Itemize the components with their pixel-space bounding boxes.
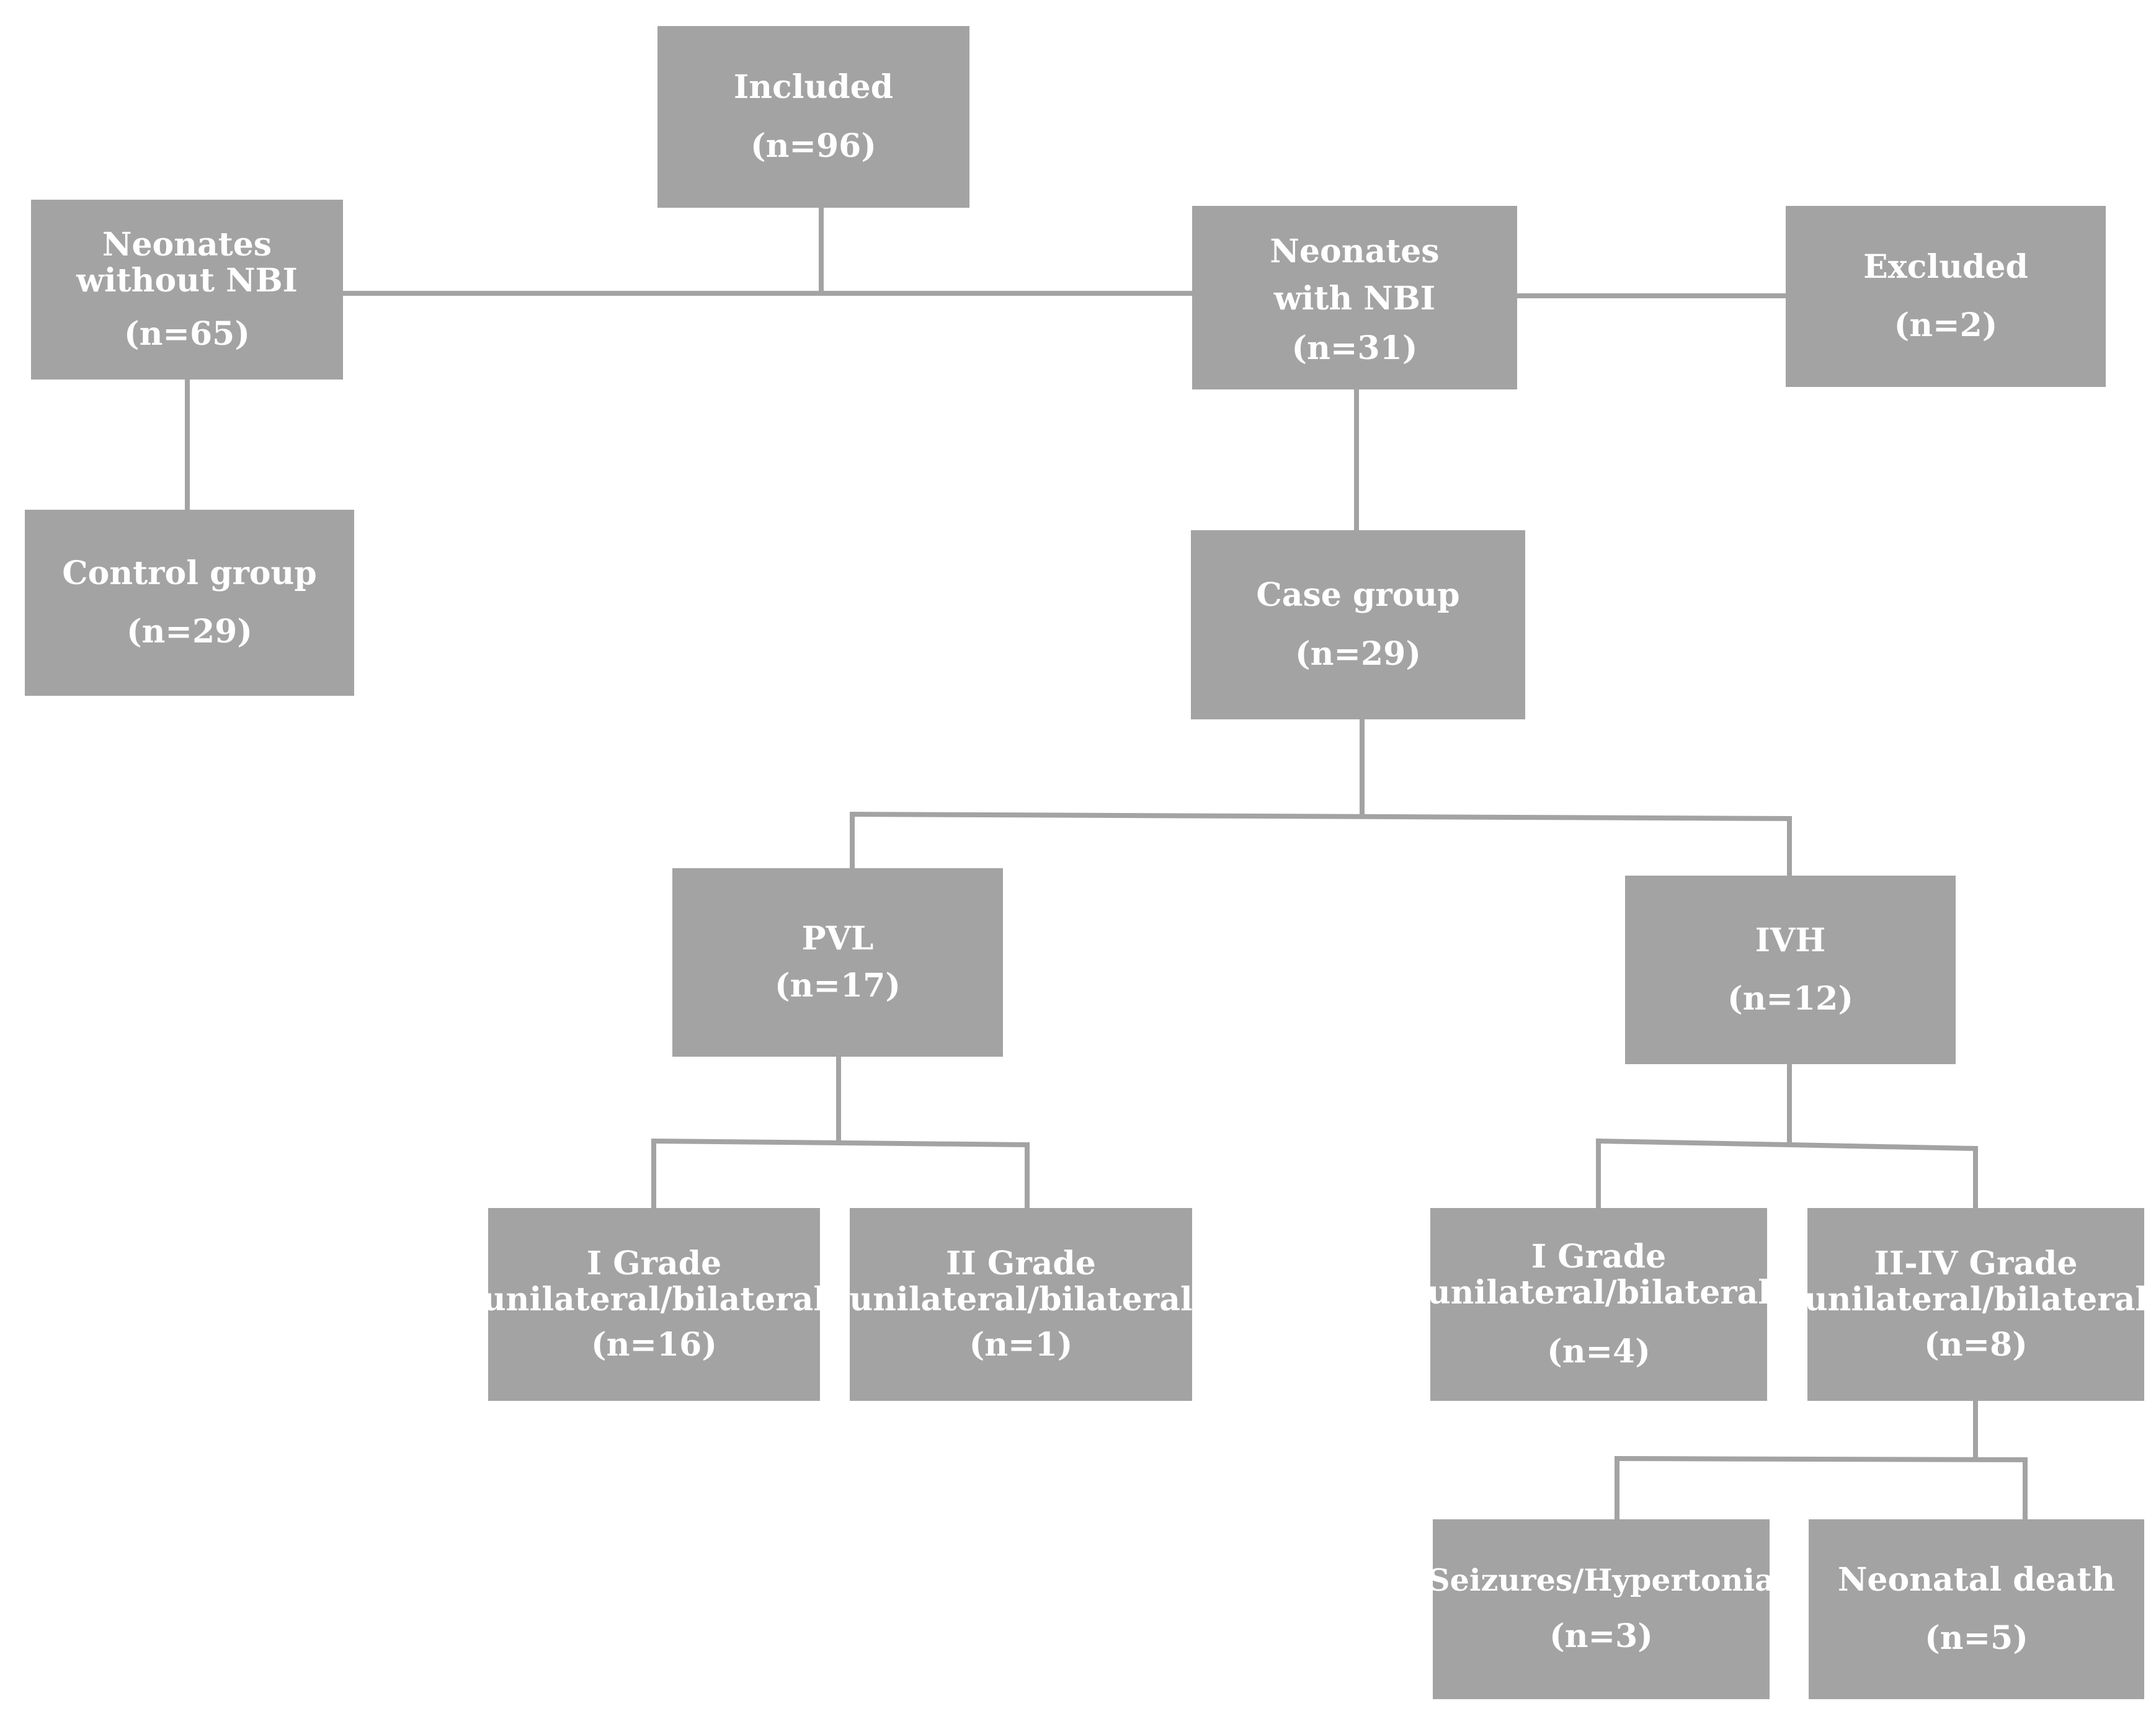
seizures-hypertonia-box: Seizures/Hypertonia (n=3) (1428, 1519, 1775, 1699)
neonatal-death-label: Neonatal death (1837, 1560, 2116, 1599)
connector-outcomes-split (1614, 1455, 2028, 1463)
ivh-grade1-count: (n=4) (1547, 1332, 1650, 1370)
pvl-grade1-count: (n=16) (591, 1325, 717, 1364)
connector-pvl-grades-split (651, 1138, 1030, 1148)
pvl-box: PVL (n=17) (672, 868, 1003, 1057)
ivh-count: (n=12) (1727, 980, 1853, 1018)
neonates-without-nbi-count: (n=65) (124, 315, 250, 353)
case-group-box: Case group (n=29) (1191, 530, 1525, 719)
pvl-grade2-label: II Grade unilateral/bilateral (849, 1245, 1193, 1319)
neonatal-death-box: Neonatal death (n=5) (1809, 1519, 2144, 1699)
ivh-grade1-box: I Grade unilateral/bilateral (n=4) (1427, 1208, 1771, 1401)
case-group-count: (n=29) (1295, 634, 1421, 673)
excluded-box: Excluded (n=2) (1786, 206, 2106, 387)
pvl-count: (n=17) (775, 967, 901, 1005)
control-group-count: (n=29) (127, 613, 252, 651)
pvl-grade1-label: I Grade unilateral/bilateral (482, 1245, 826, 1319)
included-box: Included (n=96) (657, 26, 969, 208)
control-group-label: Control group (62, 554, 317, 592)
neonates-with-nbi-label: Neonates with NBI (1270, 233, 1440, 318)
connector-pvl-ivh-split (849, 811, 1793, 822)
seizures-hypertonia-label: Seizures/Hypertonia (1428, 1562, 1775, 1599)
ivh-grade2-4-count: (n=8) (1924, 1325, 2028, 1364)
ivh-grade1-label: I Grade unilateral/bilateral (1427, 1238, 1771, 1312)
neonates-without-nbi-box: Neonates without NBI (n=65) (31, 200, 343, 380)
pvl-label: PVL (801, 919, 874, 957)
excluded-count: (n=2) (1894, 306, 1998, 344)
connector-ivh-grades-split (1595, 1138, 1979, 1152)
included-label: Included (733, 68, 894, 107)
neonates-with-nbi-count: (n=31) (1291, 329, 1418, 368)
excluded-label: Excluded (1863, 247, 2028, 286)
pvl-grade2-count: (n=1) (969, 1325, 1073, 1364)
seizures-hypertonia-count: (n=3) (1549, 1617, 1653, 1656)
ivh-box: IVH (n=12) (1625, 876, 1956, 1064)
pvl-grade2-box: II Grade unilateral/bilateral (n=1) (849, 1208, 1193, 1401)
ivh-grade2-4-label: II-IV Grade unilateral/bilateral (1804, 1245, 2148, 1319)
neonates-without-nbi-label: Neonates without NBI (76, 225, 298, 300)
case-group-label: Case group (1256, 576, 1460, 615)
ivh-label: IVH (1755, 921, 1826, 959)
ivh-grade2-4-box: II-IV Grade unilateral/bilateral (n=8) (1804, 1208, 2148, 1401)
neonates-with-nbi-box: Neonates with NBI (n=31) (1192, 206, 1517, 389)
neonatal-death-count: (n=5) (1925, 1619, 2028, 1657)
pvl-grade1-box: I Grade unilateral/bilateral (n=16) (483, 1208, 826, 1401)
included-count: (n=96) (751, 127, 876, 165)
control-group-box: Control group (n=29) (25, 510, 354, 696)
